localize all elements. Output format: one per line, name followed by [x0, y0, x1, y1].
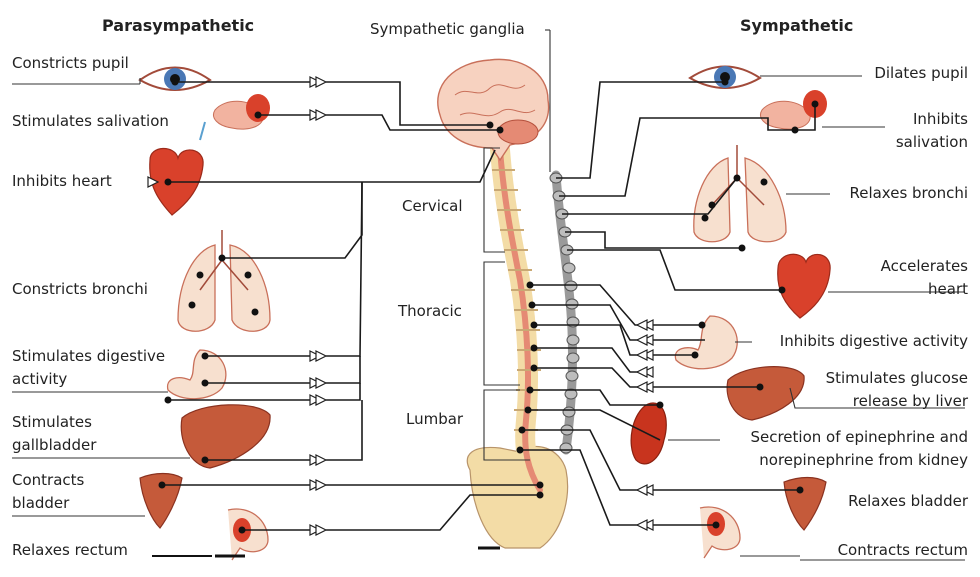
left-rectum — [227, 508, 269, 561]
left-liver — [180, 404, 271, 469]
label-constricts-pupil: Constricts pupil — [12, 54, 129, 72]
label-contracts-bladder: Contracts bladder — [12, 471, 85, 512]
left-stomach — [166, 349, 227, 400]
label-stimulates-glucose: Stimulates glucose release by liver — [825, 369, 968, 410]
label-constricts-bronchi: Constricts bronchi — [12, 280, 148, 298]
label-stimulates-gallbladder: Stimulates gallbladder — [12, 413, 97, 454]
label-inhibits-salivation: Inhibits salivation — [895, 110, 968, 151]
sympathetic-heading: Sympathetic — [740, 16, 854, 35]
left-endpoint-dots — [158, 78, 262, 534]
sympathetic-ganglia — [635, 319, 654, 531]
label-stimulates-digestive: Stimulates digestive activity — [12, 347, 166, 388]
spinal-exit-dots — [486, 121, 544, 499]
right-liver — [726, 366, 805, 421]
right-lungs — [693, 145, 787, 243]
right-bladder — [783, 476, 827, 531]
label-dilates-pupil: Dilates pupil — [874, 64, 968, 82]
label-relaxes-rectum: Relaxes rectum — [12, 541, 128, 559]
left-salivary-gland — [199, 94, 270, 141]
brain-folds — [454, 84, 536, 117]
left-lungs — [177, 230, 271, 332]
label-contracts-rectum: Contracts rectum — [837, 541, 968, 559]
spinal-cord — [497, 147, 543, 493]
label-inhibits-heart: Inhibits heart — [12, 172, 112, 190]
ganglia-heading: Sympathetic ganglia — [370, 20, 525, 38]
right-rectum — [699, 506, 741, 559]
label-relaxes-bladder: Relaxes bladder — [848, 492, 968, 510]
label-accelerates-heart: Accelerates heart — [880, 257, 968, 298]
left-bladder — [139, 472, 183, 529]
parasympathetic-heading: Parasympathetic — [102, 16, 255, 35]
right-heart — [777, 253, 831, 319]
label-secretion-epinephrine: Secretion of epinephrine and norepinephr… — [750, 428, 968, 469]
right-leader-lines — [545, 29, 965, 561]
label-stimulates-salivation: Stimulates salivation — [12, 112, 169, 130]
lumbar-label: Lumbar — [406, 410, 464, 428]
cervical-label: Cervical — [402, 197, 463, 215]
brain — [437, 58, 550, 162]
thoracic-label: Thoracic — [398, 302, 462, 320]
left-leader-lines — [12, 78, 500, 558]
parasympathetic-pathways — [162, 81, 540, 531]
right-endpoint-dots — [656, 78, 819, 529]
region-brackets — [483, 147, 530, 461]
parasympathetic-ganglia — [147, 76, 328, 536]
label-relaxes-bronchi: Relaxes bronchi — [849, 184, 968, 202]
right-salivary-gland — [760, 90, 827, 130]
label-inhibits-digestive: Inhibits digestive activity — [779, 332, 968, 350]
right-stomach — [674, 315, 738, 370]
pelvis-bone — [466, 445, 569, 549]
cerebellum — [497, 119, 539, 145]
